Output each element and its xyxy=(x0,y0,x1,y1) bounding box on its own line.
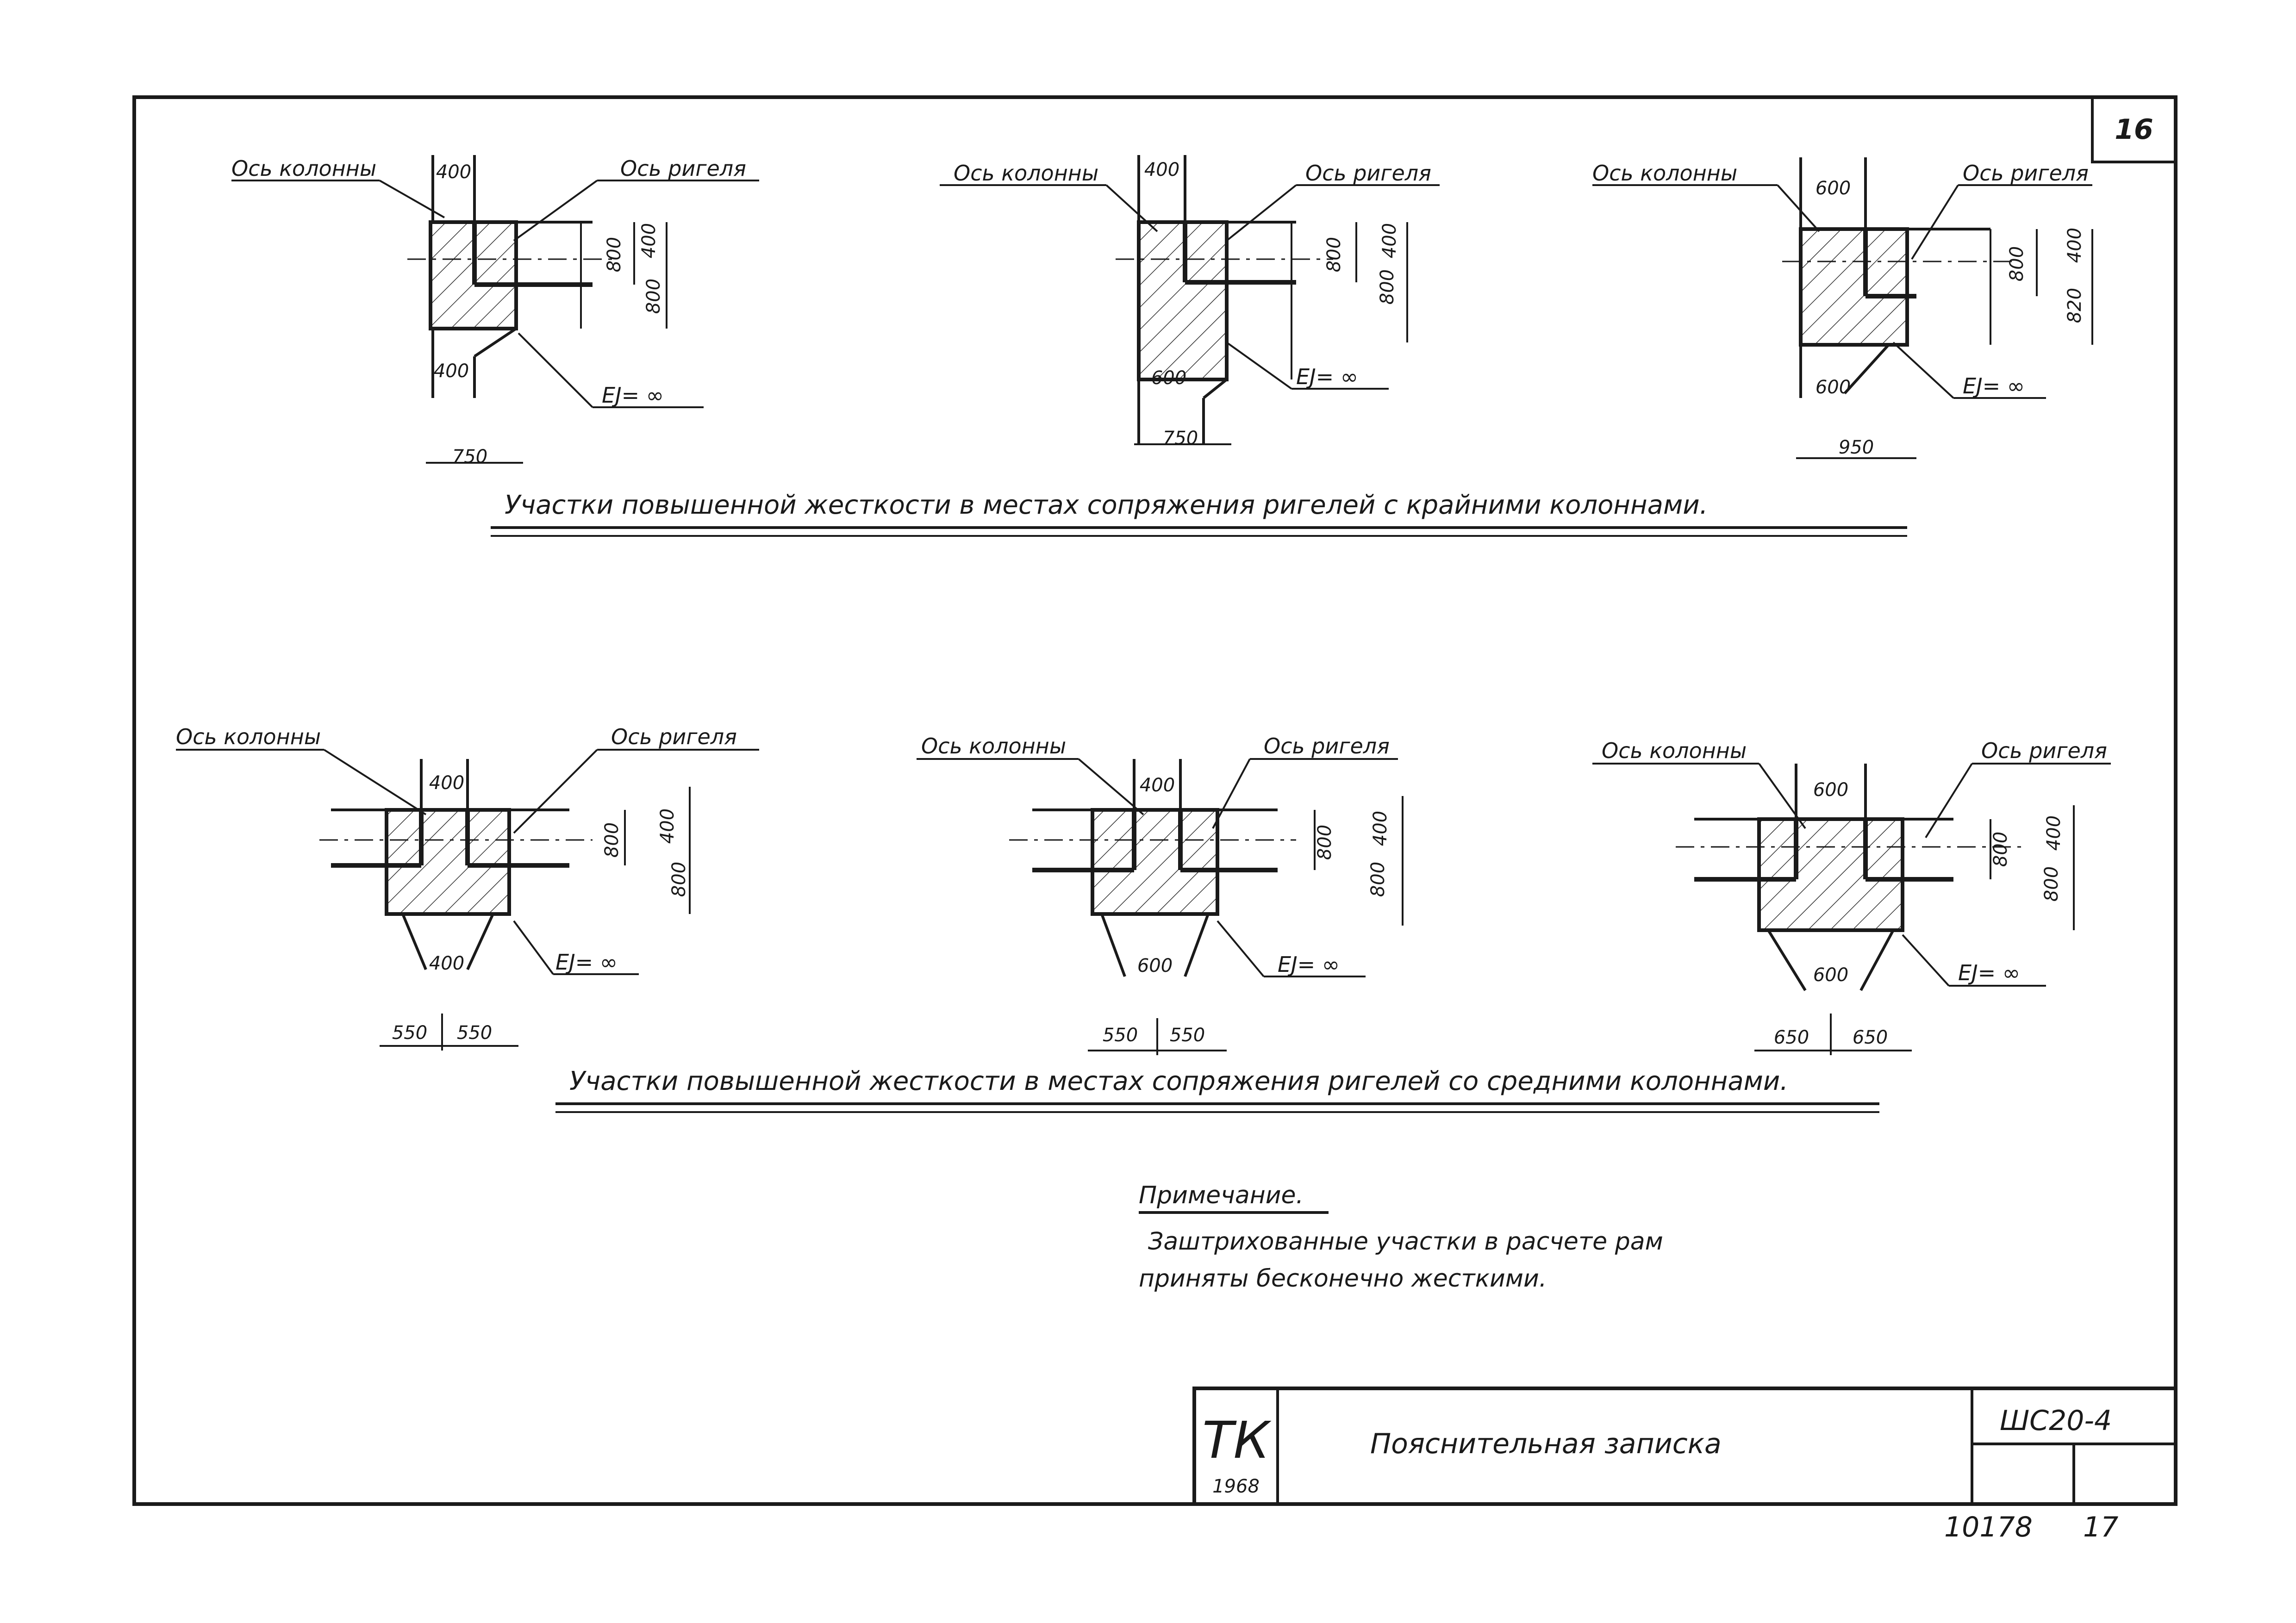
dim-total-depth: 800 xyxy=(643,279,664,314)
dim-right: 650 xyxy=(1853,1027,1888,1048)
dim-width: 950 xyxy=(1839,437,1874,458)
dim-bottom: 600 xyxy=(1813,964,1848,986)
label-rigidity: EJ= ∞ xyxy=(1963,373,2025,398)
document-title: Пояснительная записка xyxy=(1370,1428,1722,1460)
top-row-caption: Участки повышенной жесткости в местах со… xyxy=(505,490,1708,520)
dim-half-depth: 400 xyxy=(1379,223,1400,258)
label-girder-axis: Ось ригеля xyxy=(1264,734,1390,759)
label-column-axis: Ось колонны xyxy=(954,161,1098,186)
page-number: 17 xyxy=(2083,1511,2118,1543)
tk-year: 1968 xyxy=(1212,1476,1260,1497)
dim-total-depth: 800 xyxy=(1377,269,1398,305)
dim-bottom: 600 xyxy=(1151,367,1186,389)
dim-right: 550 xyxy=(457,1022,492,1044)
dim-right: 550 xyxy=(1170,1025,1205,1046)
bottom-node-1: 400 400 550 550 400 800 800 Ось колонны … xyxy=(176,724,759,1051)
dim-top: 400 xyxy=(1140,775,1175,796)
label-rigidity: EJ= ∞ xyxy=(1958,960,2020,985)
label-rigidity: EJ= ∞ xyxy=(602,383,664,408)
footer: 10178 17 xyxy=(1944,1511,2118,1543)
dim-bottom: 600 xyxy=(1816,377,1851,398)
dim-width: 750 xyxy=(452,446,487,467)
bottom-node-2: 400 600 550 550 400 800 800 Ось колонны … xyxy=(917,734,1404,1055)
sheet-number-box xyxy=(2091,96,2177,163)
dim-total-depth: 800 xyxy=(2041,866,2062,902)
dim-bottom: 400 xyxy=(434,361,469,382)
inventory-number: 10178 xyxy=(1944,1511,2033,1543)
label-girder-axis: Ось ригеля xyxy=(611,724,737,749)
note-title: Примечание. xyxy=(1139,1181,1304,1209)
dim-bottom: 600 xyxy=(1137,955,1173,976)
dim-left: 550 xyxy=(392,1022,427,1044)
dim-bottom: 400 xyxy=(429,953,464,974)
dim-girder-depth: 800 xyxy=(601,822,623,858)
label-column-axis: Ось колонны xyxy=(1592,161,1737,186)
dim-top: 600 xyxy=(1816,178,1851,199)
label-girder-axis: Ось ригеля xyxy=(1305,161,1431,186)
dim-top: 600 xyxy=(1813,779,1848,801)
dim-top: 400 xyxy=(429,772,464,794)
dim-half-depth: 400 xyxy=(657,808,678,844)
label-column-axis: Ось колонны xyxy=(1602,738,1747,763)
tk-logo: ТК xyxy=(1202,1411,1272,1470)
sheet-frame: 16 xyxy=(132,95,2177,1506)
label-rigidity: EJ= ∞ xyxy=(1278,952,1340,977)
dim-half-depth: 400 xyxy=(2064,228,2085,263)
dim-girder-depth: 800 xyxy=(2006,246,2028,281)
label-girder-axis: Ось ригеля xyxy=(620,156,746,181)
note-line-1: Заштрихованные участки в расчете рам xyxy=(1148,1228,1663,1256)
label-column-axis: Ось колонны xyxy=(231,156,376,181)
bottom-node-3: 600 600 650 650 400 800 800 Ось колонны … xyxy=(1592,738,2111,1055)
dim-top: 400 xyxy=(436,162,471,183)
dim-half-depth: 400 xyxy=(2043,815,2065,851)
dim-total-depth: 800 xyxy=(668,862,690,897)
label-girder-axis: Ось ригеля xyxy=(1963,161,2089,186)
label-girder-axis: Ось ригеля xyxy=(1981,738,2107,763)
note-line-2: приняты бесконечно жесткими. xyxy=(1139,1265,1547,1293)
label-rigidity: EJ= ∞ xyxy=(1296,364,1358,389)
dim-left: 550 xyxy=(1103,1025,1138,1046)
label-column-axis: Ось колонны xyxy=(921,734,1066,759)
top-node-3: 600 600 950 400 800 820 Ось колонны Ось … xyxy=(1592,157,2093,459)
bottom-caption: Участки повышенной жесткости в местах со… xyxy=(555,1066,1879,1113)
top-caption: Участки повышенной жесткости в местах со… xyxy=(491,490,1907,537)
dim-half-depth: 400 xyxy=(638,223,660,258)
document-code: ШС20-4 xyxy=(2000,1405,2112,1437)
note-block: Примечание. Заштрихованные участки в рас… xyxy=(1139,1181,1663,1293)
label-column-axis: Ось колонны xyxy=(176,724,321,749)
label-rigidity: EJ= ∞ xyxy=(555,950,618,975)
dim-left: 650 xyxy=(1774,1027,1809,1048)
dim-girder-depth: 800 xyxy=(604,237,625,272)
title-block: ТК 1968 Пояснительная записка ШС20-4 xyxy=(1192,1387,2177,1506)
dim-total-depth: 820 xyxy=(2064,288,2085,323)
dim-girder-depth: 800 xyxy=(1990,832,2011,867)
bottom-row-caption: Участки повышенной жесткости в местах со… xyxy=(569,1066,1788,1096)
dim-width: 750 xyxy=(1163,428,1198,449)
dim-half-depth: 400 xyxy=(1370,811,1391,846)
top-node-1: 400 400 750 400 800 800 Ось колонны Ось … xyxy=(231,155,759,467)
dim-girder-depth: 800 xyxy=(1323,237,1345,272)
sheet-number: 16 xyxy=(2115,113,2153,146)
dim-total-depth: 800 xyxy=(1367,862,1389,897)
top-node-2: 400 600 750 400 800 800 Ось колонны Ось … xyxy=(940,155,1440,449)
dim-girder-depth: 800 xyxy=(1314,825,1335,860)
dim-top: 400 xyxy=(1144,159,1179,180)
